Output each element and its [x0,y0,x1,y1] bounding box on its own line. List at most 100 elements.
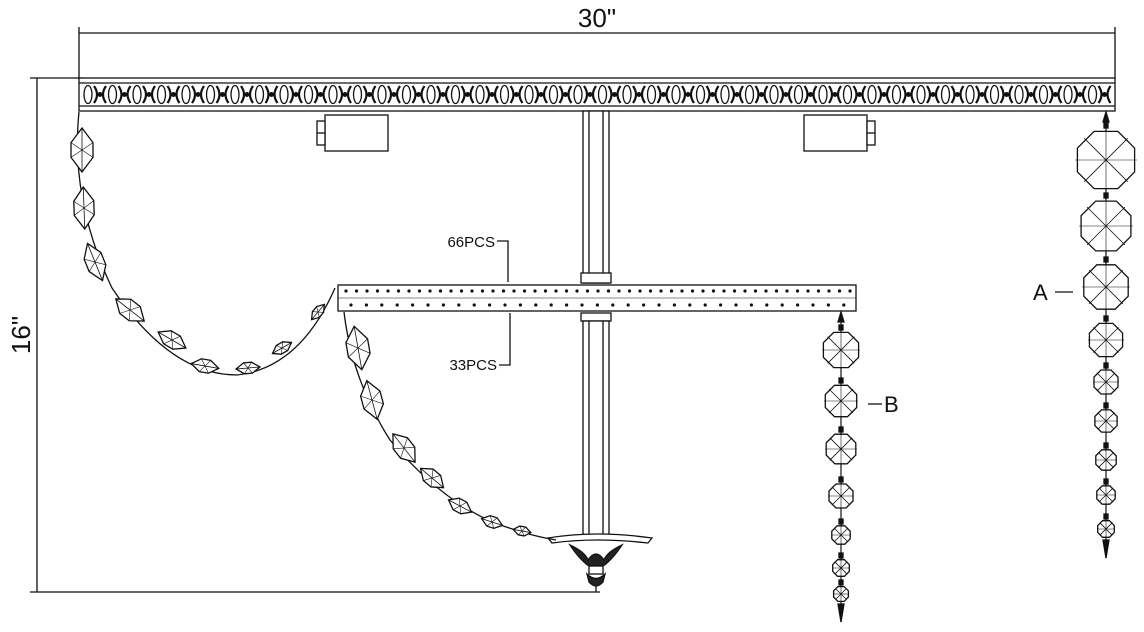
band-ellipse [867,84,877,105]
band-scroll [779,85,793,104]
ring-hole-top [806,289,810,293]
band-scroll [215,85,230,104]
ring-hole-bottom [626,303,630,307]
band-ellipse [965,84,975,105]
band-scroll [191,85,205,104]
strand-bead [838,552,844,559]
strand-tip [837,603,845,623]
band-ellipse [279,84,289,105]
strand-bead [838,579,844,586]
band-scroll [509,85,524,104]
band-scroll [240,85,254,104]
band-ellipse [646,84,657,105]
ring-hole-bottom [765,303,769,307]
ring-hole-dots [344,289,852,307]
strand-bead [1103,192,1109,199]
strand-cap [1102,109,1110,123]
ring-hole-bottom [703,303,707,307]
band-ellipse [499,84,510,105]
ring-hole-bottom [842,303,846,307]
ring-hole-top [648,289,653,293]
band-dot [367,92,372,97]
band-scroll [901,85,916,104]
stem-upper [582,110,610,284]
height-dimension-label: 16" [6,316,36,354]
band-ellipse [671,84,681,105]
callout-tag-b: B [868,392,899,417]
ring-hole-top [512,289,516,293]
ring-hole-top [774,289,779,293]
band-ellipse [622,84,632,105]
ring-hole-top [386,289,390,293]
stem-lower [582,320,610,536]
band-ellipse [377,84,387,105]
ring-hole-bottom [672,303,677,307]
band-scroll [999,85,1014,104]
top-count-label: 66PCS [447,234,495,251]
ring-hole-bottom [826,303,831,307]
ring-hole-bottom [749,303,754,307]
octagon-crystal [832,559,850,577]
ring-hole-bottom [488,303,492,307]
ring-hole-top [375,289,380,293]
band-ellipse [205,84,216,105]
strand-bead [1103,362,1109,369]
octagon-crystal [824,384,858,418]
band-dot [538,92,544,97]
strand-bead [1103,256,1109,263]
band-ellipse [695,84,706,105]
octagon-crystal [825,433,857,465]
ring-hole-top [543,289,548,293]
band-ellipse [401,84,412,105]
ring-hole-bottom [395,303,399,307]
band-ellipse [818,84,828,105]
band-dot [636,92,642,97]
ring-hole-bottom [611,303,615,307]
band-scroll [877,85,891,104]
strand-bead [838,324,844,331]
band-ellipse [132,84,142,105]
band-dot [171,92,176,97]
octagon-crystal [1088,322,1124,358]
band-scroll [93,85,107,104]
octagon-crystal [822,331,860,369]
ring-hole-bottom [364,303,368,307]
ring-hole-top [785,289,789,293]
band-scroll [313,85,328,104]
band-dot [710,92,715,97]
band-ellipse [1063,84,1073,105]
ring-hole-top [459,289,464,293]
swag-crystal [310,303,326,321]
octagon-crystal [1095,449,1117,471]
band-scroll [436,85,450,104]
strand-bead [838,426,844,433]
ring-hole-top [743,289,747,293]
octagon-crystal [1096,485,1116,505]
band-dot [783,92,789,97]
band-scroll [166,85,181,104]
band-dot [759,92,764,97]
band-dot [832,92,838,97]
ring-hole-top [627,289,632,293]
swag-crystal [234,361,262,375]
band-ellipse [230,84,240,105]
ring-hole-bottom [565,303,569,307]
ring-hole-top [417,289,422,293]
octagon-crystal [1097,520,1115,538]
band-scroll [558,85,573,104]
ring-hole-top [354,289,359,293]
swag-crystal [392,432,416,464]
band-dot [906,92,911,97]
band-scroll [656,85,671,104]
band-dot [122,92,127,97]
ring-hole-top [470,289,474,293]
ring-hole-top [669,289,674,293]
ring-hole-bottom [642,303,646,307]
band-dot [244,92,250,97]
ring-hole-top [827,289,831,293]
swag-crystal [190,358,220,374]
strand-bead [1103,513,1109,520]
band-dot [955,92,960,97]
